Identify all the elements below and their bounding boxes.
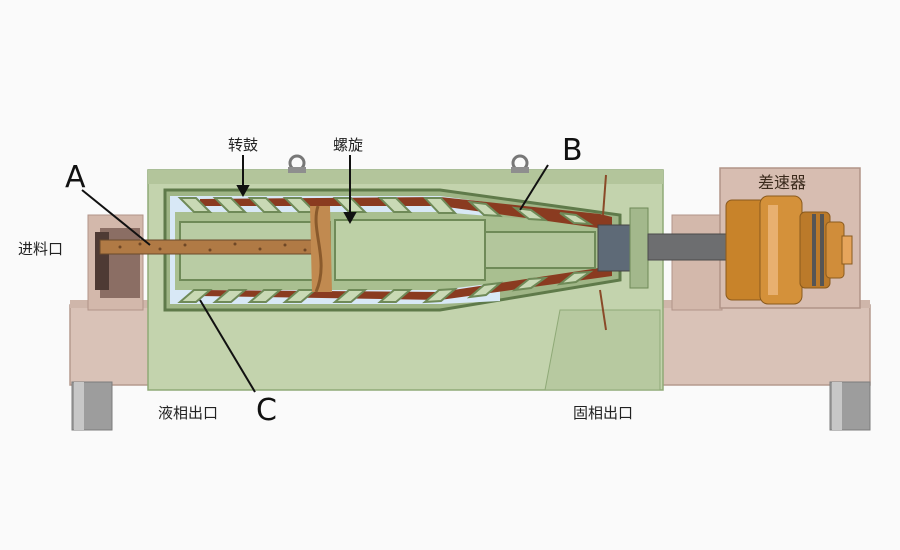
label-drum: 转鼓: [228, 136, 258, 154]
screw-flights: [177, 197, 594, 304]
feed-pipe: [99, 205, 332, 293]
support-feet: [71, 381, 871, 431]
left-bearing-housing: [87, 214, 144, 311]
label-liquid-outlet: 液相出口: [158, 404, 218, 422]
label-a: A: [65, 160, 86, 195]
label-differential: 差速器: [758, 173, 806, 192]
label-b: B: [562, 133, 583, 168]
label-solid-outlet: 固相出口: [573, 404, 633, 422]
label-feed-inlet: 进料口: [18, 240, 63, 258]
drive-shaft: [597, 207, 729, 289]
right-bearing-housing: [671, 214, 723, 311]
differential-gearbox: [725, 195, 853, 305]
solid-discharge: [599, 174, 607, 331]
leader-lines: [81, 155, 549, 393]
label-screw: 螺旋: [333, 136, 363, 154]
label-c: C: [256, 393, 277, 428]
